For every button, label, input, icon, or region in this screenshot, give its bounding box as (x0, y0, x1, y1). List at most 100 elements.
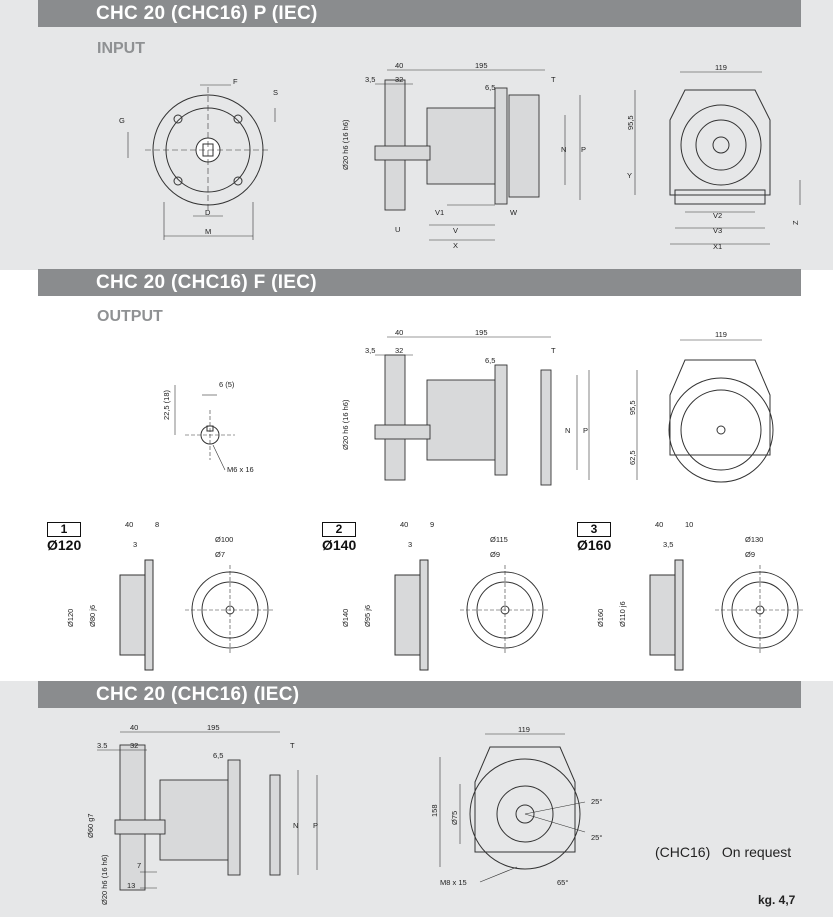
dim-pitch-circle: Ø130 (745, 535, 763, 544)
dim-75: Ø75 (450, 811, 459, 825)
dim-22-5: 22,5 (18) (162, 389, 171, 420)
dim-40: 40 (395, 328, 403, 337)
dim-flange-thickness: 10 (685, 520, 693, 529)
dim-13: 13 (127, 881, 135, 890)
dim-P: P (581, 145, 586, 154)
output-end-view: 119 95,5 62,5 (628, 330, 774, 483)
flange-diameter: Ø140 (322, 537, 357, 553)
dim-G: G (119, 116, 125, 125)
dim-F: F (233, 77, 238, 86)
dim-T: T (551, 75, 556, 84)
dim-195: 195 (475, 61, 488, 70)
input-front-view: F S G D M (119, 77, 278, 240)
dim-angle-25-b: 25° (591, 833, 602, 842)
dim-P: P (583, 426, 588, 435)
dim-95-5: 95,5 (628, 400, 637, 415)
flange-number: 2 (322, 522, 356, 537)
dim-P: P (313, 821, 318, 830)
dim-6-5: 6,5 (485, 356, 495, 365)
dim-U: U (395, 225, 400, 234)
dim-119: 119 (518, 725, 530, 734)
dim-158: 158 (430, 804, 439, 817)
dim-6-5: 6,5 (213, 751, 223, 760)
output-key-detail: 22,5 (18) 6 (5) M6 x 16 (162, 380, 254, 474)
iec-side-view: 40 195 3.5 32 T 6,5 Ø60 g7 Ø20 h6 (16 h6… (86, 723, 318, 905)
dim-X1: X1 (713, 242, 722, 251)
dim-32: 32 (395, 75, 403, 84)
dim-bolt-hole: Ø9 (490, 550, 500, 559)
dim-flange-thickness: 8 (155, 520, 159, 529)
dim-40: 40 (655, 520, 663, 529)
dim-spigot-depth: 3 (408, 540, 412, 549)
dim-angle-25-a: 25° (591, 797, 602, 806)
dim-6-5-key: 6 (5) (219, 380, 235, 389)
dim-40: 40 (400, 520, 408, 529)
iec-end-view: 119 158 Ø75 25° 25° M8 x 15 65° (430, 725, 602, 887)
dim-spigot: Ø60 g7 (86, 813, 95, 838)
dim-spigot-depth: 3,5 (663, 540, 673, 549)
dim-shaft: Ø20 h6 (16 h6) (100, 854, 109, 905)
dim-N: N (561, 145, 566, 154)
flange-plate (674, 559, 684, 671)
dim-spigot-diameter: Ø95 j6 (363, 605, 372, 627)
dim-M: M (205, 227, 211, 236)
availability-note: (CHC16) On request (655, 844, 791, 860)
dim-pitch-circle: Ø100 (215, 535, 233, 544)
dim-62-5: 62,5 (628, 450, 637, 465)
dim-95-5: 95,5 (626, 115, 635, 130)
dim-32: 32 (395, 346, 403, 355)
dim-m8: M8 x 15 (440, 878, 467, 887)
flange-number: 1 (47, 522, 81, 537)
dim-119: 119 (715, 63, 727, 72)
dim-shaft: Ø20 h6 (16 h6) (341, 399, 350, 450)
dim-Z: Z (791, 220, 800, 225)
dim-6-5: 6,5 (485, 83, 495, 92)
dim-S: S (273, 88, 278, 97)
input-band (0, 0, 833, 270)
dim-outer-diameter: Ø120 (66, 609, 75, 627)
dim-7: 7 (137, 861, 141, 870)
weight-label: kg. 4,7 (758, 893, 796, 907)
dim-3-5: 3.5 (97, 741, 107, 750)
dim-119: 119 (715, 330, 727, 339)
dim-D: D (205, 208, 211, 217)
dim-32: 32 (130, 741, 138, 750)
note-text: On request (721, 844, 792, 860)
dim-40: 40 (130, 723, 138, 732)
section-subtitle-output: OUTPUT (97, 308, 163, 325)
flange-number: 3 (577, 522, 611, 537)
note-model: (CHC16) (655, 844, 711, 860)
dim-outer-diameter: Ø160 (596, 609, 605, 627)
input-side-view: 40 195 3,5 32 T 6,5 Ø20 h6 (16 h6) N P U… (341, 61, 586, 250)
dim-bolt-hole: Ø7 (215, 550, 225, 559)
input-end-view: 119 95,5 Y V2 V3 X1 Z (626, 63, 801, 251)
dim-195: 195 (207, 723, 220, 732)
dim-pitch-circle: Ø115 (490, 535, 508, 544)
dim-X: X (453, 241, 458, 250)
dim-V3: V3 (713, 226, 722, 235)
dim-40: 40 (125, 520, 133, 529)
section-title-output: CHC 20 (CHC16) F (IEC) (38, 269, 801, 296)
dim-bolt-hole: Ø9 (745, 550, 755, 559)
dim-outer-diameter: Ø140 (341, 609, 350, 627)
dim-V2: V2 (713, 211, 722, 220)
output-side-view: 40 195 3,5 32 T 6,5 Ø20 h6 (16 h6) N P (341, 328, 590, 486)
dim-spigot-depth: 3 (133, 540, 137, 549)
section-subtitle-input: INPUT (97, 40, 145, 57)
dim-m6: M6 x 16 (227, 465, 254, 474)
dim-spigot-diameter: Ø80 j6 (88, 605, 97, 627)
dim-V1: V1 (435, 208, 444, 217)
dim-angle-65: 65° (557, 878, 568, 887)
dim-Y: Y (627, 171, 632, 180)
section-title-iec: CHC 20 (CHC16) (IEC) (38, 681, 801, 708)
dim-3-5: 3,5 (365, 346, 375, 355)
dim-40: 40 (395, 61, 403, 70)
flange-plate (144, 559, 154, 671)
dim-W: W (510, 208, 518, 217)
